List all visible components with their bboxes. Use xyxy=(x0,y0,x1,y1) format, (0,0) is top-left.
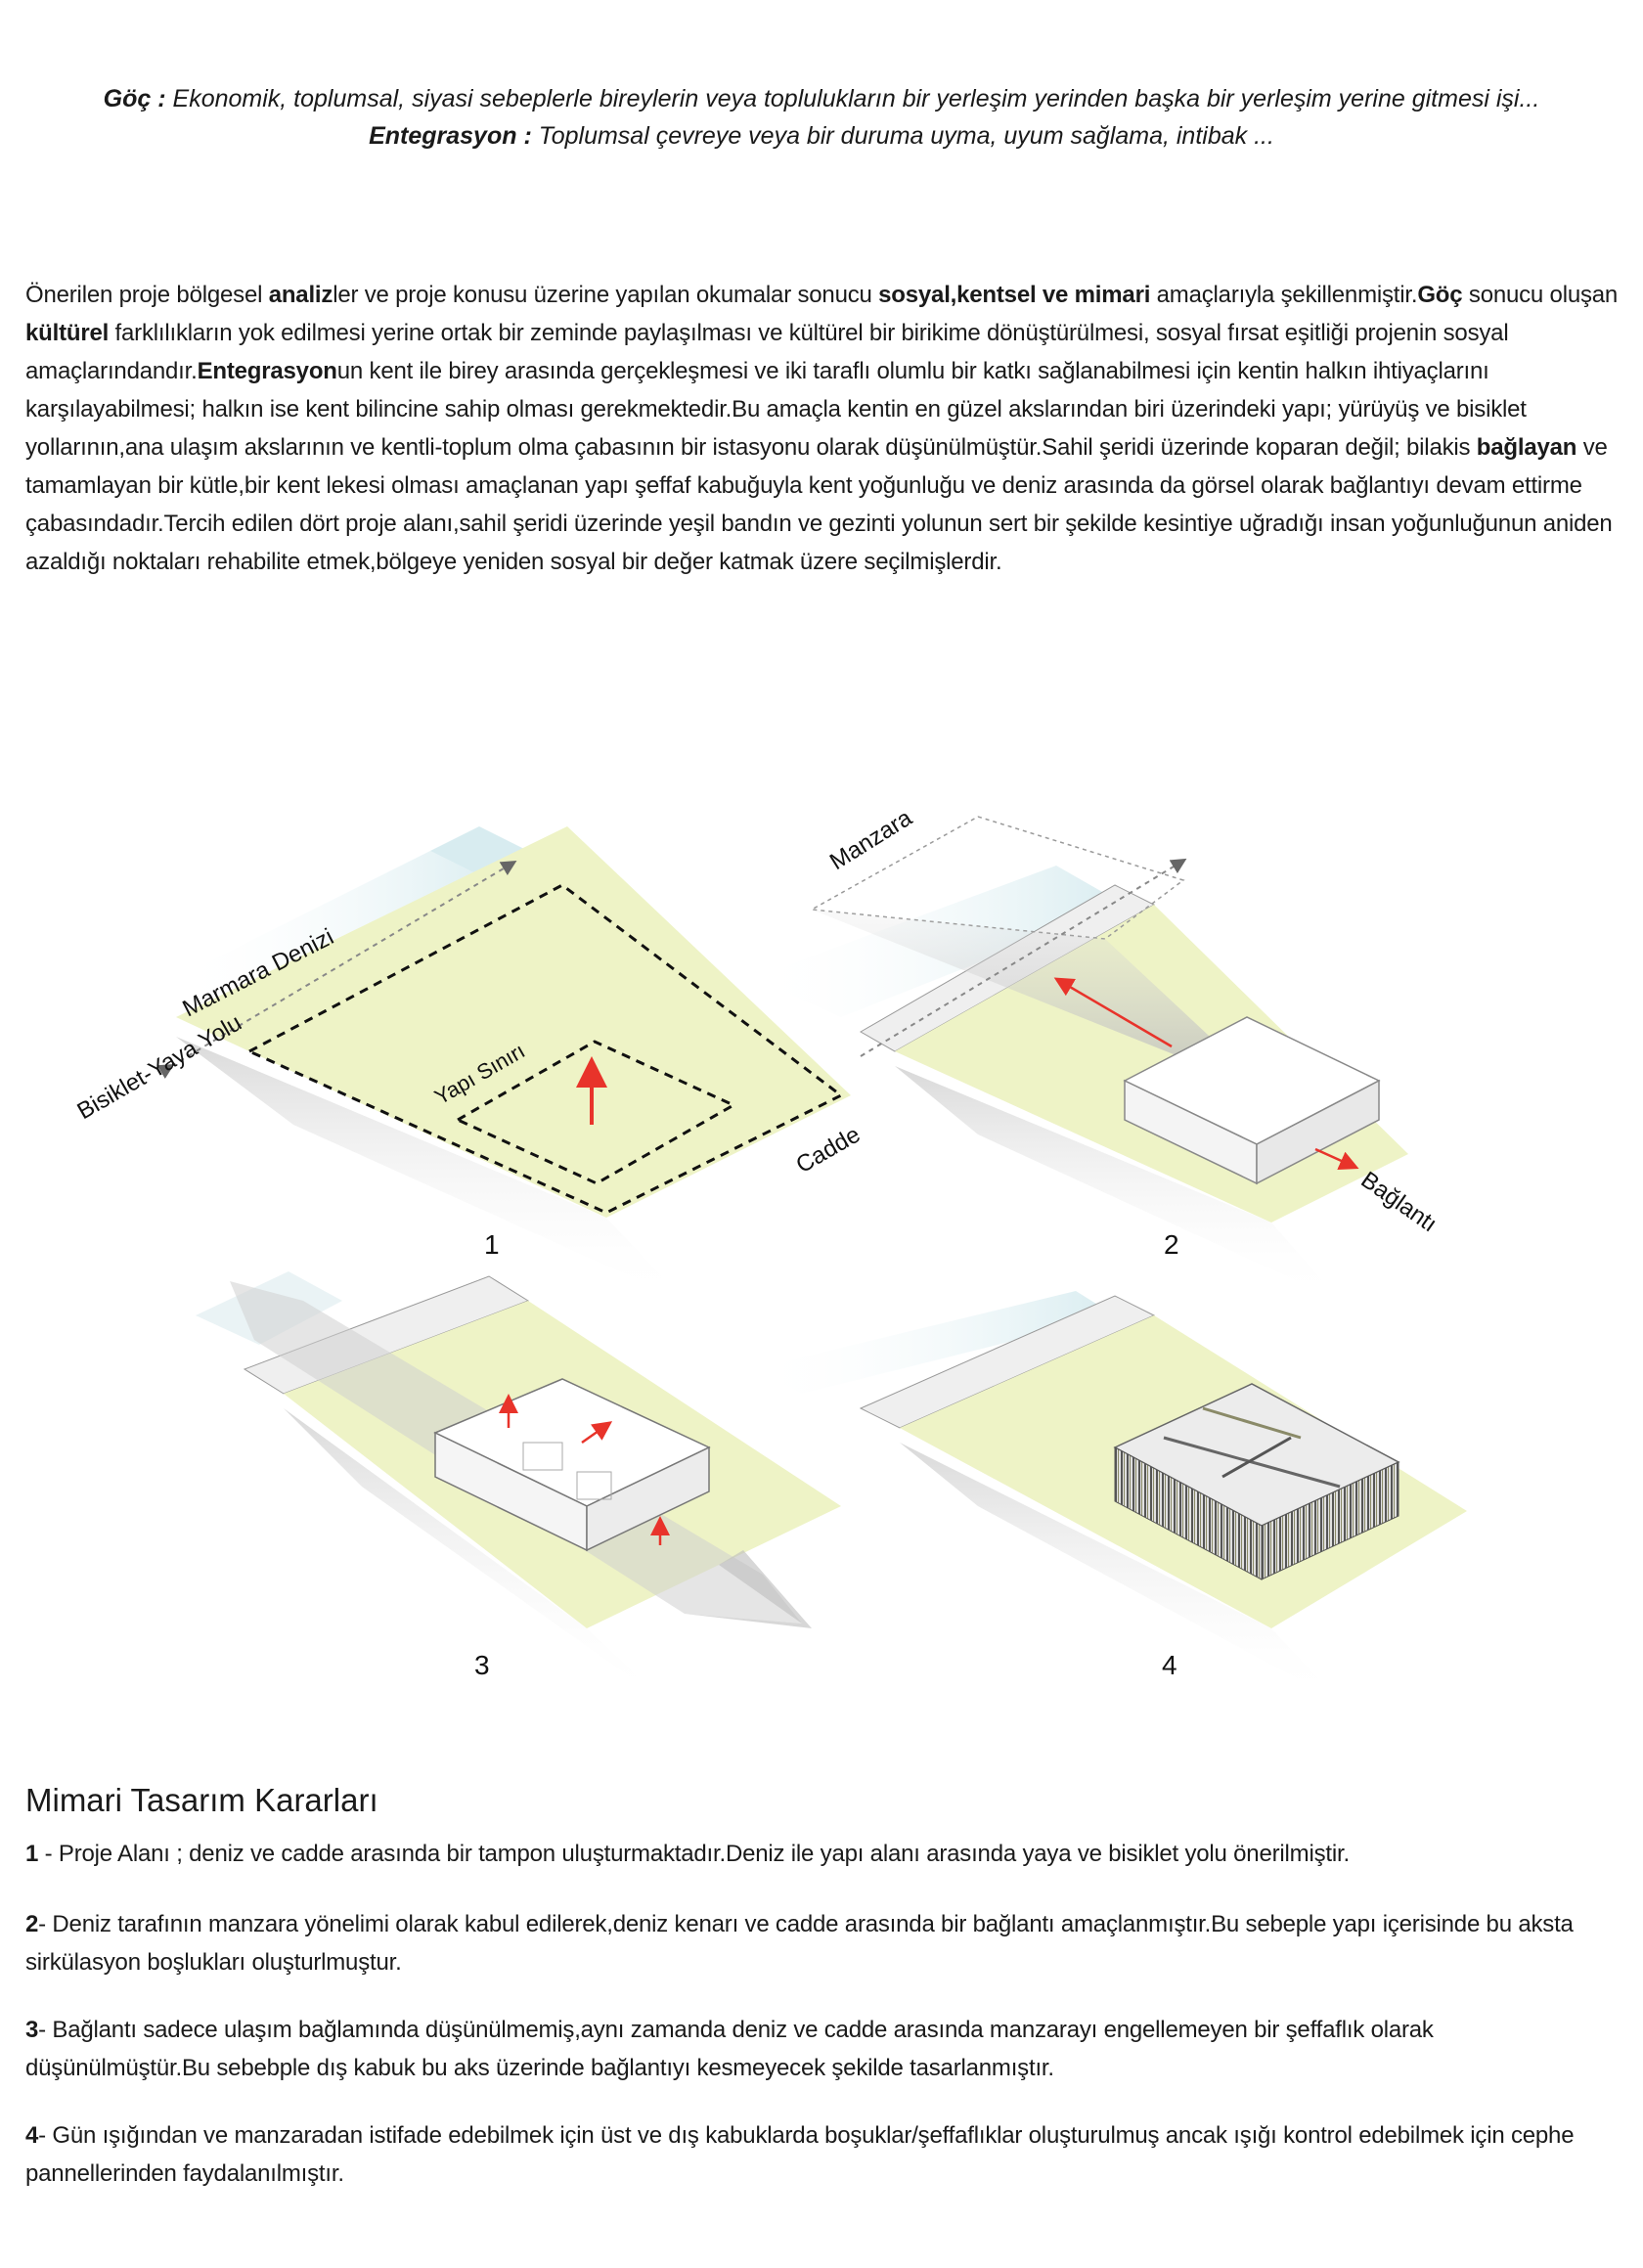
intro-text: sonucu oluşan xyxy=(1462,282,1619,308)
ground-shadow xyxy=(900,1443,1340,1702)
path-axis-arrow xyxy=(499,860,517,876)
facade-panels xyxy=(1261,1461,1399,1580)
intro-keyword: analiz xyxy=(268,282,333,308)
intro-keyword: bağlayan xyxy=(1476,434,1577,461)
connection-arrow xyxy=(1314,1147,1359,1170)
axis-arrow-head xyxy=(685,1550,812,1628)
intro-text: ler ve proje konusu üzerine yapılan okum… xyxy=(333,282,879,308)
diagram-number: 3 xyxy=(474,1650,490,1680)
intro-text: amaçlarıyla şekillenmiştir. xyxy=(1150,282,1418,308)
sea-band xyxy=(176,851,509,1017)
diagram-4: 4 xyxy=(753,1291,1467,1702)
intro-text: ve tamamlayan bir kütle,bir kent lekesi … xyxy=(25,434,1613,575)
intro-keyword: Göç xyxy=(1417,282,1463,308)
definition-term: Entegrasyon : xyxy=(369,122,532,150)
decision-text: - Deniz tarafının manzara yönelimi olara… xyxy=(25,1911,1574,1976)
decision-text: - Proje Alanı ; deniz ve cadde arasında … xyxy=(38,1841,1351,1867)
decision-number: 4 xyxy=(25,2122,39,2149)
decision-number: 1 xyxy=(25,1841,39,1867)
site-boundary-line xyxy=(245,883,844,1215)
decisions-title: Mimari Tasarım Kararları xyxy=(25,1782,378,1818)
roof-slot xyxy=(1163,1436,1341,1489)
decision-text: - Bağlantı sadece ulaşım bağlamında düşü… xyxy=(25,2017,1434,2081)
diagram-number: 2 xyxy=(1164,1229,1179,1260)
decision-item: 2- Deniz tarafının manzara yönelimi olar… xyxy=(25,1905,1620,1981)
view-cone xyxy=(812,910,1252,1076)
diagram-number: 4 xyxy=(1162,1650,1177,1680)
decision-item: 4- Gün ışığından ve manzaradan istifade … xyxy=(25,2116,1620,2193)
intro-paragraph: Önerilen proje bölgesel analizler ve pro… xyxy=(25,276,1620,581)
label-connection: Bağlantı xyxy=(1356,1167,1443,1238)
ground-shadow xyxy=(176,1037,685,1301)
diagram-number: 1 xyxy=(484,1229,500,1260)
definition-text: Toplumsal çevreye veya bir duruma uyma, … xyxy=(531,122,1274,150)
diagram-1: Marmara Denizi Bisiklet-Yaya Yolu Yapı S… xyxy=(73,826,866,1301)
intro-text: farklılıkların yok edilmesi yerine ortak… xyxy=(25,320,1509,384)
diagram-2: Manzara Bağlantı 2 xyxy=(753,804,1442,1301)
definition-term: Göç : xyxy=(103,85,166,112)
view-cone-outline xyxy=(809,816,1185,940)
site-diagrams: Marmara Denizi Bisiklet-Yaya Yolu Yapı S… xyxy=(73,804,1467,1702)
building-boundary-line xyxy=(454,1040,737,1185)
roof-slot xyxy=(1221,1436,1292,1479)
path-axis-line xyxy=(156,865,510,1080)
building-shell-side xyxy=(586,1445,710,1552)
roof-slot xyxy=(1202,1406,1302,1440)
intro-keyword: sosyal,kentsel ve mimari xyxy=(878,282,1151,308)
definition-entegrasyon: Entegrasyon : Toplumsal çevreye veya bir… xyxy=(0,117,1643,155)
sea-band xyxy=(753,1291,1115,1394)
direction-arrow xyxy=(581,1421,613,1445)
building-mass-side xyxy=(1256,1079,1380,1185)
interior-volume xyxy=(522,1442,563,1471)
ground-shadow xyxy=(284,1408,665,1702)
interior-volume xyxy=(576,1471,612,1500)
path-axis-line xyxy=(860,858,1187,1057)
decision-item: 1 - Proje Alanı ; deniz ve cadde arasınd… xyxy=(25,1835,1620,1873)
decision-item: 3- Bağlantı sadece ulaşım bağlamında düş… xyxy=(25,2011,1620,2087)
definition-text: Ekonomik, toplumsal, siyasi sebeplerle b… xyxy=(165,85,1540,112)
label-street: Cadde xyxy=(792,1121,866,1178)
decision-text: - Gün ışığından ve manzaradan istifade e… xyxy=(25,2122,1575,2187)
intro-keyword: kültürel xyxy=(25,320,110,346)
definition-goc: Göç : Ekonomik, toplumsal, siyasi sebepl… xyxy=(0,80,1643,117)
intro-text: Önerilen proje bölgesel xyxy=(25,282,269,308)
ground-shadow xyxy=(895,1066,1340,1301)
decision-number: 2 xyxy=(25,1911,39,1937)
label-view: Manzara xyxy=(825,804,917,875)
intro-keyword: Entegrasyon xyxy=(197,358,337,384)
diagram-3: 3 xyxy=(196,1271,841,1702)
view-arrow xyxy=(1053,977,1173,1048)
decision-number: 3 xyxy=(25,2017,39,2043)
intro-text: un kent ile birey arasında gerçekleşmesi… xyxy=(25,358,1527,461)
ground-area xyxy=(176,826,851,1218)
